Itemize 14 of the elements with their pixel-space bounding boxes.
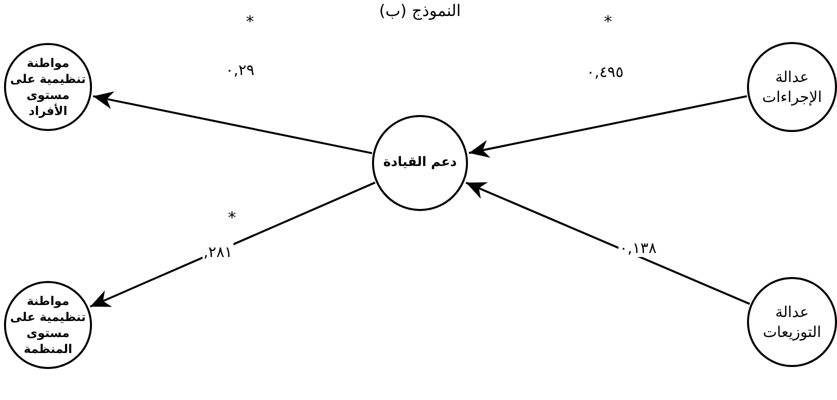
node-label: عدالة الإجراءات [761, 66, 823, 108]
significance-asterisk: * [246, 13, 254, 31]
node-label: مواطنة تنظيمية على مستوى المنظمة [9, 292, 87, 358]
arrow [90, 182, 376, 308]
arrow [92, 91, 372, 154]
node-label: دعم القيادة [382, 154, 458, 172]
node-label: مواطنة تنظيمية على مستوى الأفراد [9, 54, 87, 120]
node-label: عدالة التوزيعات [762, 302, 822, 342]
significance-asterisk: * [228, 209, 236, 227]
edge-label: ,٢٨١ [202, 243, 234, 261]
diagram-title: النموذج (ب) [378, 0, 462, 22]
arrow [466, 182, 750, 305]
significance-asterisk: * [604, 13, 612, 31]
arrow [468, 95, 748, 158]
